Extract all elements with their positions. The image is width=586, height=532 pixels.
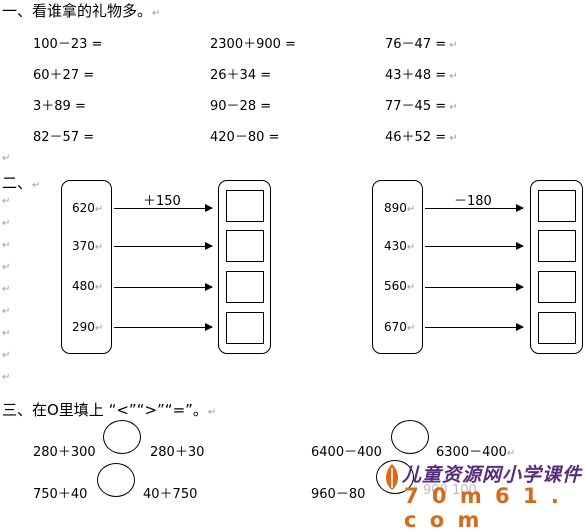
watermark-top-text: 儿童资源网小学课件 — [401, 464, 582, 486]
input-value: 290↵ — [72, 320, 104, 334]
input-value: 480↵ — [72, 279, 104, 293]
paragraph-mark: ↵ — [2, 153, 11, 164]
expression: 6300－400↵ — [436, 445, 516, 460]
expression: 960－80 — [311, 487, 366, 502]
equation: 26＋34 = — [210, 68, 272, 83]
equation: 76－47 = ↵ — [385, 37, 458, 52]
watermark-bottom-text: 7 0 m 6 1 . c o m — [404, 484, 562, 532]
arrow — [425, 242, 524, 250]
equation: 46＋52 = ↵ — [385, 130, 458, 145]
expression: 6400－400 — [311, 445, 382, 460]
equation: 43＋48 = ↵ — [385, 68, 458, 83]
expression: 750＋40 — [33, 487, 88, 502]
paragraph-mark: ↵ — [2, 306, 11, 317]
comparison-circle[interactable] — [376, 460, 414, 494]
input-values-frame — [61, 180, 112, 354]
equation: 2300＋900 = — [210, 37, 296, 52]
equation: 420－80 = — [210, 130, 280, 145]
arrow — [114, 283, 213, 291]
section-three-heading: 三、在O里填上 “<”“>”“=”。↵ — [2, 401, 217, 419]
paragraph-mark: ↵ — [2, 284, 11, 295]
expression: 900 100 — [423, 483, 477, 498]
paragraph-mark: ↵ — [2, 196, 11, 207]
input-value: 890↵ — [384, 201, 416, 215]
answer-box[interactable] — [226, 230, 264, 262]
equation: 100－23 = — [33, 37, 103, 52]
expression: 280＋30 — [150, 445, 205, 460]
equation: 60＋27 = — [33, 68, 95, 83]
section-one-heading: 一、看谁拿的礼物多。↵ — [2, 2, 161, 20]
arrow — [425, 323, 524, 331]
comparison-circle[interactable] — [103, 420, 141, 454]
arrow — [425, 204, 524, 212]
answer-box[interactable] — [538, 271, 576, 303]
section-two-heading: 二、↵ — [2, 174, 41, 192]
paragraph-mark: ↵ — [2, 218, 11, 229]
equation: 90－28 = — [210, 99, 272, 114]
paragraph-mark: ↵ — [2, 372, 11, 383]
expression: 40＋750 — [143, 487, 198, 502]
answer-box[interactable] — [226, 271, 264, 303]
leaf-icon — [386, 464, 398, 490]
equation: 82－57 = — [33, 130, 95, 145]
equation: 77－45 = ↵ — [385, 99, 458, 114]
answer-box[interactable] — [226, 312, 264, 344]
input-value: 670↵ — [384, 320, 416, 334]
answer-box[interactable] — [538, 312, 576, 344]
comparison-circle[interactable] — [391, 420, 429, 454]
comparison-circle[interactable] — [97, 463, 135, 497]
operation-label: ＋150 — [143, 194, 181, 209]
arrow — [425, 283, 524, 291]
answer-box[interactable] — [226, 190, 264, 222]
equation: 3＋89 = — [33, 99, 86, 114]
operation-label: －180 — [454, 194, 492, 209]
input-value: 370↵ — [72, 239, 104, 253]
watermark-logo: 儿童资源网小学课件 7 0 m 6 1 . c o m — [382, 460, 586, 532]
paragraph-mark: ↵ — [2, 350, 11, 361]
input-value: 430↵ — [384, 239, 416, 253]
answer-box[interactable] — [538, 230, 576, 262]
input-values-frame — [372, 180, 423, 354]
arrow — [114, 204, 213, 212]
paragraph-mark: ↵ — [2, 328, 11, 339]
paragraph-mark: ↵ — [2, 262, 11, 273]
paragraph-mark: ↵ — [2, 240, 11, 251]
arrow — [114, 323, 213, 331]
answer-box[interactable] — [538, 190, 576, 222]
arrow — [114, 242, 213, 250]
expression: 280＋300 — [33, 445, 96, 460]
input-value: 620↵ — [72, 201, 104, 215]
input-value: 560↵ — [384, 279, 416, 293]
